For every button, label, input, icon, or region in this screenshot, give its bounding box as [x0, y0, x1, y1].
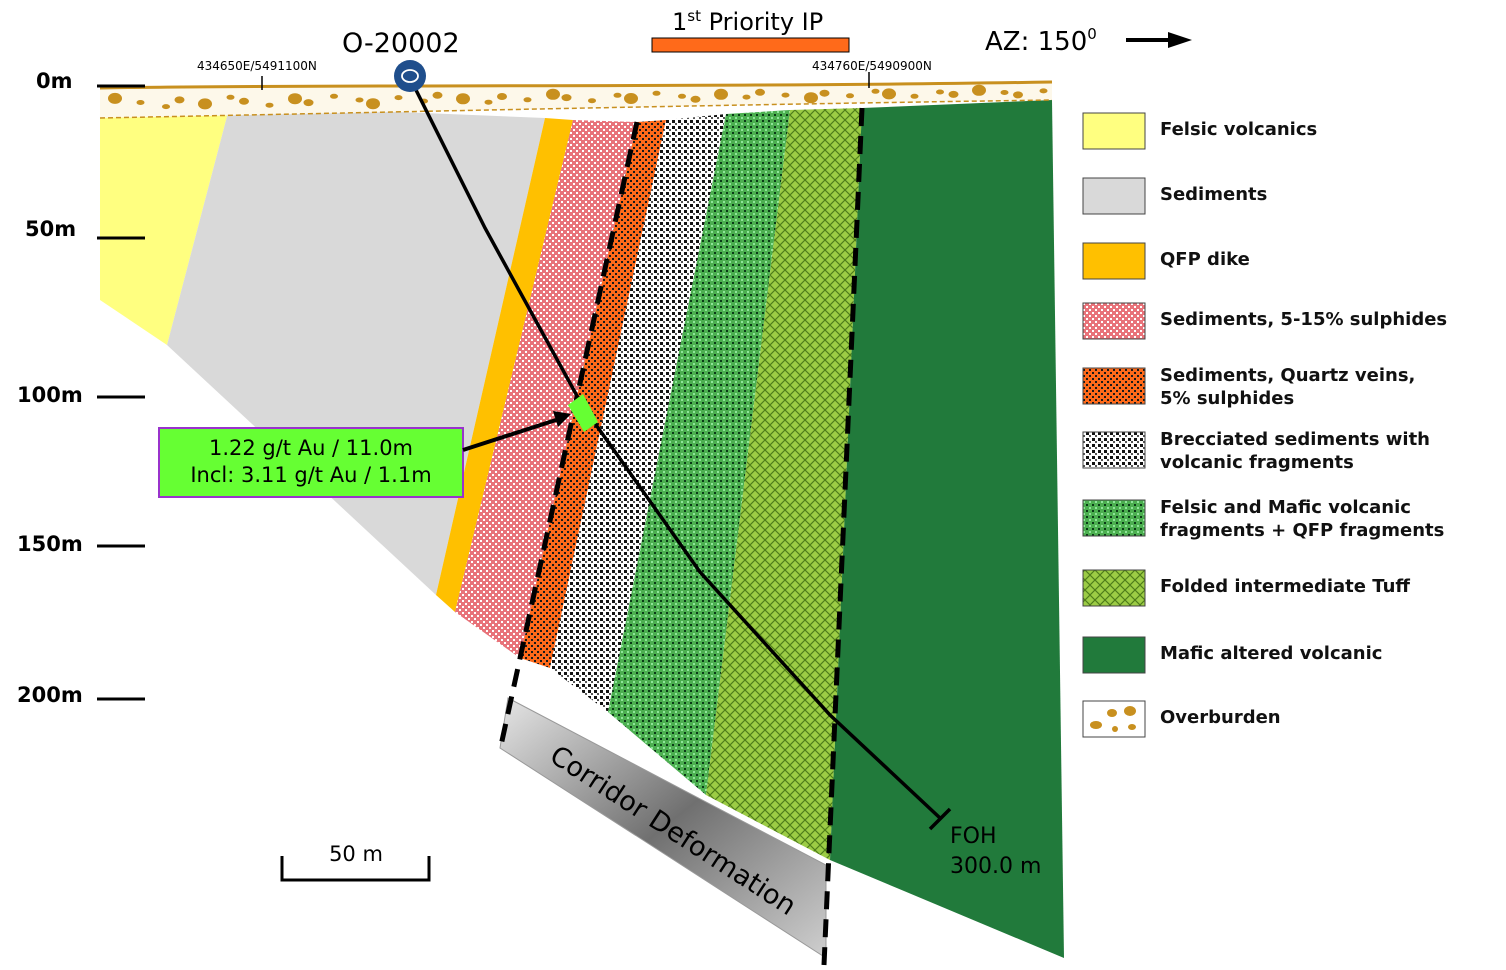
legend-label: Felsic and Mafic volcanic	[1160, 497, 1411, 518]
assay-line-2: Incl: 3.11 g/t Au / 1.1m	[190, 463, 431, 487]
unit-felsic-volcanics	[100, 105, 230, 345]
foh-label: FOH	[950, 824, 997, 849]
unit-felsic-mafic-fragments	[608, 110, 790, 795]
legend-label: Sediments, Quartz veins,	[1160, 365, 1415, 386]
priority-ip-label: 1st Priority IP	[672, 7, 823, 36]
legend-swatch-felsic-mafic	[1082, 499, 1146, 537]
foh-depth: 300.0 m	[950, 854, 1041, 879]
legend-label: Folded intermediate Tuff	[1160, 576, 1410, 597]
priority-ip-bar	[651, 37, 850, 53]
legend-swatch-sed-quartz	[1082, 367, 1146, 405]
unit-qfp-dike	[436, 118, 573, 612]
coord-left: 434650E/5491100N	[197, 59, 317, 73]
legend-swatch-mafic	[1082, 636, 1146, 674]
legend-label: Felsic volcanics	[1160, 119, 1317, 140]
depth-scale: 0m 50m 100m 150m 200m	[17, 69, 145, 707]
unit-sediments-quartz-veins	[520, 120, 666, 668]
legend-item: Sediments, 5-15% sulphides	[1082, 302, 1447, 340]
depth-label-200: 200m	[17, 683, 83, 707]
legend-swatch-brecciated	[1082, 431, 1146, 469]
legend-item: Folded intermediate Tuff	[1082, 569, 1410, 607]
unit-sediments-sulphides	[455, 120, 637, 658]
assay-pointer-line	[462, 418, 557, 452]
overburden-pebbles	[108, 84, 1048, 110]
legend-swatch-tuff	[1082, 569, 1146, 607]
legend-label: fragments + QFP fragments	[1160, 520, 1444, 541]
foh-end-marker	[928, 807, 952, 831]
coord-right: 434760E/5490900N	[812, 59, 932, 73]
legend-swatch-felsic	[1082, 112, 1146, 150]
legend-item: Sediments	[1082, 177, 1267, 215]
corridor-boundary-left	[497, 121, 640, 751]
unit-folded-tuff	[706, 108, 862, 860]
legend-label: Sediments, 5-15% sulphides	[1160, 309, 1447, 330]
assay-pointer-arrowhead	[553, 411, 571, 427]
legend-label: Mafic altered volcanic	[1160, 643, 1382, 664]
scale-bar: 50 m	[280, 842, 431, 882]
ground-surface-line	[99, 80, 1053, 90]
scale-label: 50 m	[329, 842, 383, 866]
legend-label: volcanic fragments	[1160, 452, 1354, 473]
corridor-boundary-right	[821, 107, 865, 966]
overburden-band	[100, 82, 1052, 118]
legend-item: Overburden	[1082, 700, 1281, 738]
drillhole-trace	[408, 77, 942, 820]
depth-label-150: 150m	[17, 532, 83, 556]
legend-item: Sediments, Quartz veins,5% sulphides	[1082, 365, 1415, 409]
unit-mafic-altered-volcanic	[830, 100, 1064, 958]
legend-swatch-sed-sulph	[1082, 302, 1146, 340]
depth-label-0: 0m	[36, 69, 73, 93]
azimuth-arrow-icon	[1126, 32, 1192, 48]
legend-item: QFP dike	[1082, 242, 1250, 280]
drillhole-collar-icon	[394, 60, 426, 92]
legend-item: Mafic altered volcanic	[1082, 636, 1382, 674]
assay-line-1: 1.22 g/t Au / 11.0m	[209, 436, 413, 460]
azimuth-label: AZ: 1500	[985, 25, 1097, 57]
legend-swatch-qfp	[1082, 242, 1146, 280]
legend-label: Brecciated sediments with	[1160, 429, 1430, 450]
legend-item: Felsic volcanics	[1082, 112, 1317, 150]
legend-label: Overburden	[1160, 707, 1281, 728]
unit-brecciated-sediments	[550, 114, 726, 712]
mineralized-intercept	[568, 394, 598, 432]
depth-label-50: 50m	[25, 217, 76, 241]
legend-swatch-sediments	[1082, 177, 1146, 215]
overburden-base-line	[99, 99, 1053, 119]
depth-label-100: 100m	[17, 383, 83, 407]
drillhole-id: O-20002	[342, 28, 460, 59]
legend-label: QFP dike	[1160, 249, 1250, 270]
assay-box	[158, 427, 464, 498]
legend-label: 5% sulphides	[1160, 388, 1294, 409]
legend-label: Sediments	[1160, 184, 1267, 205]
